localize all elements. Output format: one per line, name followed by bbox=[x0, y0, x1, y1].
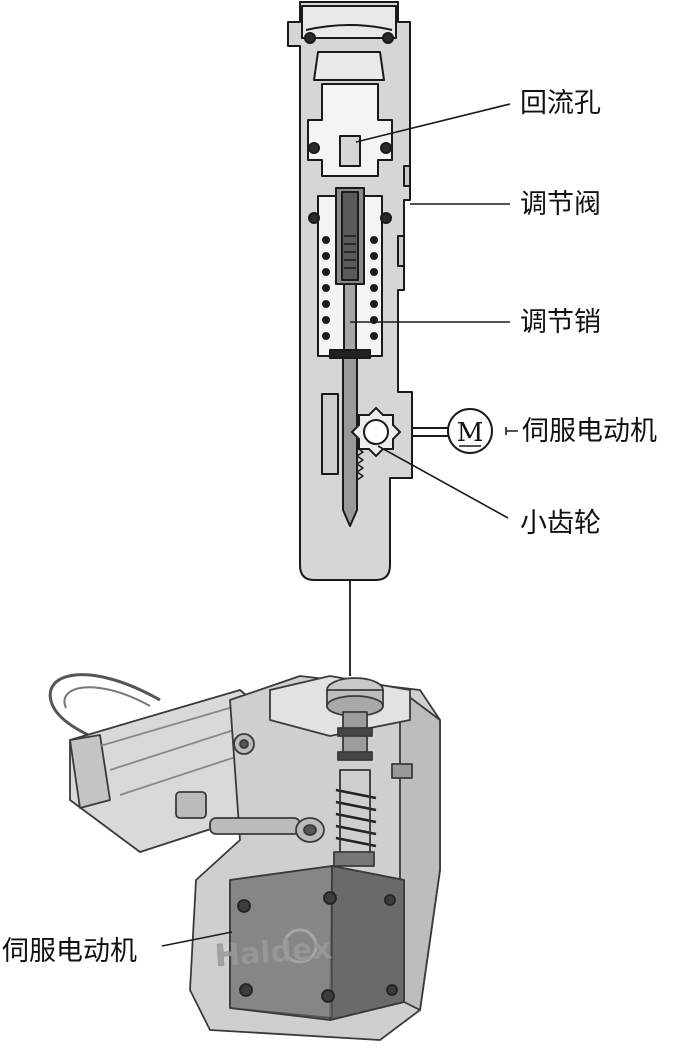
pinion-gear bbox=[350, 406, 402, 458]
leader-lines bbox=[350, 103, 518, 519]
label-regulating-valve: 调节阀 bbox=[520, 189, 601, 220]
leader-servo-motor-bottom bbox=[161, 931, 233, 947]
motor-symbol-letter: M bbox=[457, 418, 484, 448]
brand-logo: Haldex bbox=[214, 931, 333, 974]
spring-coils bbox=[322, 236, 378, 340]
valve-top-cap bbox=[301, 5, 397, 39]
regulating-pin-rack bbox=[342, 357, 358, 527]
pinion-gear-hub bbox=[363, 419, 389, 445]
servo-bolts bbox=[237, 891, 398, 1003]
regulating-pin-shaft bbox=[343, 283, 357, 355]
pin-collar bbox=[329, 349, 371, 359]
return-oring-right bbox=[380, 142, 392, 154]
leader-servo-motor-top bbox=[505, 427, 518, 435]
assembly-illustration bbox=[48, 673, 441, 1041]
return-chamber bbox=[307, 83, 393, 177]
valve-spring bbox=[335, 788, 377, 848]
linkage bbox=[175, 733, 413, 843]
valve-cross-section bbox=[287, 1, 413, 581]
leader-return-hole bbox=[355, 103, 511, 143]
top-oring-right bbox=[382, 32, 394, 44]
top-oring-left bbox=[304, 32, 316, 44]
motor-symbol-circle bbox=[447, 408, 493, 454]
label-servo-motor-bottom: 伺服电动机 bbox=[2, 936, 137, 967]
label-regulating-pin: 调节销 bbox=[520, 307, 601, 338]
return-oring-left bbox=[308, 142, 320, 154]
motor-shaft bbox=[412, 427, 448, 437]
leader-pinion bbox=[377, 445, 509, 519]
label-servo-motor-top: 伺服电动机 bbox=[522, 416, 657, 447]
label-pinion: 小齿轮 bbox=[520, 508, 601, 539]
label-return-hole: 回流孔 bbox=[520, 88, 601, 119]
